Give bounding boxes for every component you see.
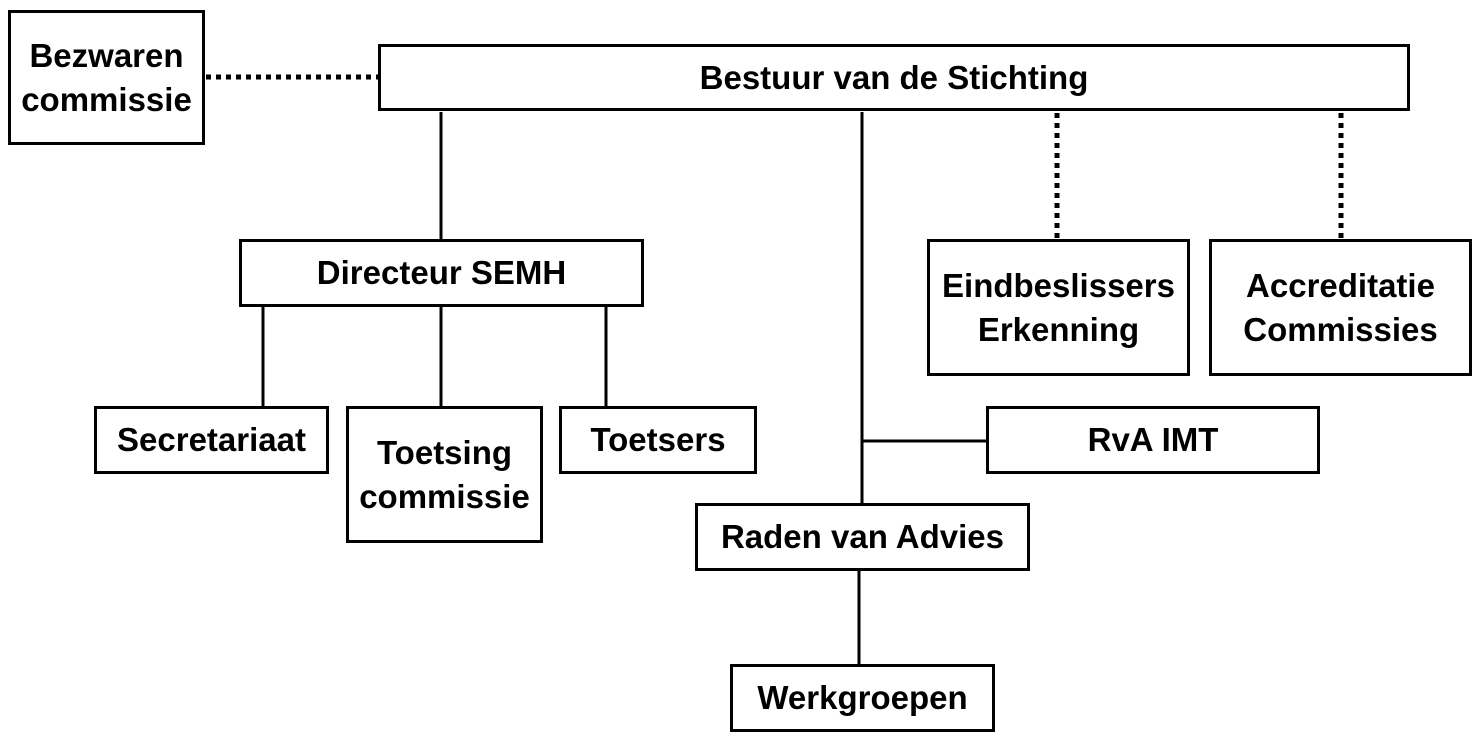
node-raden-van-advies: Raden van Advies — [695, 503, 1030, 571]
node-bestuur-label: Bestuur van de Stichting — [699, 58, 1089, 96]
node-accreditatie-line-1: Accreditatie — [1246, 266, 1435, 304]
node-directeur-semh: Directeur SEMH — [239, 239, 644, 307]
node-toetsing-commissie: Toetsing commissie — [346, 406, 543, 543]
node-toetsing-line-1: Toetsing — [376, 433, 513, 471]
node-secretariaat: Secretariaat — [94, 406, 329, 474]
node-bezwaren-line-1: Bezwaren — [29, 36, 184, 74]
node-rva-imt-label: RvA IMT — [1087, 421, 1219, 458]
node-werkgroepen-label: Werkgroepen — [757, 679, 968, 716]
node-eindbeslissers-line-2: Erkenning — [977, 310, 1140, 348]
node-rva-imt: RvA IMT — [986, 406, 1320, 474]
node-accreditatie-commissies: Accreditatie Commissies — [1209, 239, 1472, 376]
node-toetsers-label: Toetsers — [590, 421, 726, 458]
node-toetsing-line-2: commissie — [359, 477, 530, 515]
node-werkgroepen: Werkgroepen — [730, 664, 995, 732]
node-bezwaren-commissie: Bezwaren commissie — [8, 10, 205, 145]
node-toetsers: Toetsers — [559, 406, 757, 474]
node-secretariaat-label: Secretariaat — [117, 421, 306, 458]
node-bestuur: Bestuur van de Stichting — [378, 44, 1410, 111]
node-directeur-label: Directeur SEMH — [316, 254, 567, 291]
node-raden-label: Raden van Advies — [720, 518, 1005, 555]
node-eindbeslissers-line-1: Eindbeslissers — [942, 266, 1175, 304]
node-eindbeslissers-erkenning: Eindbeslissers Erkenning — [927, 239, 1190, 376]
node-accreditatie-line-2: Commissies — [1243, 310, 1438, 348]
node-bezwaren-line-2: commissie — [21, 80, 192, 118]
